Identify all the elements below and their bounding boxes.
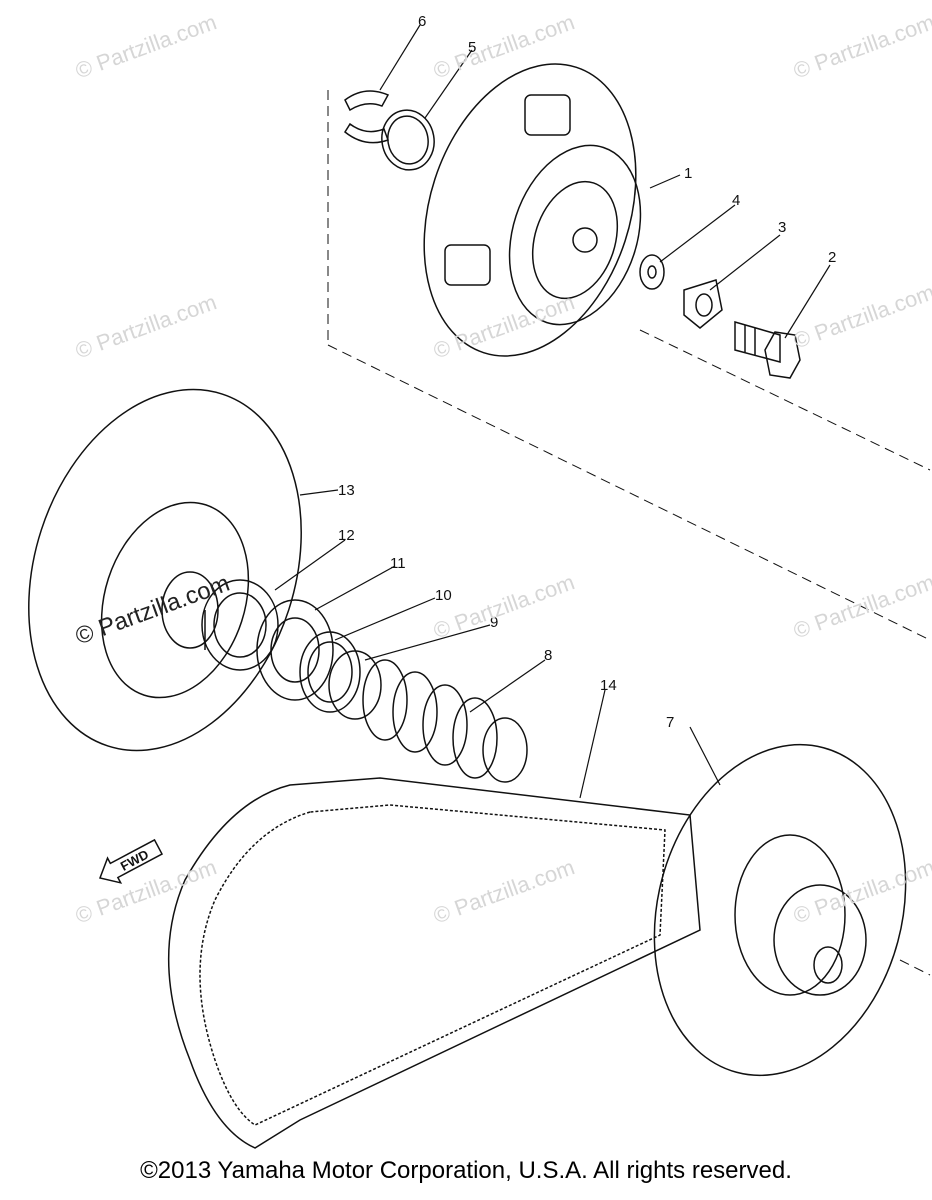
- callout-13: 13: [338, 482, 355, 499]
- part-7-pulley: [653, 743, 907, 1077]
- callout-4: 4: [732, 192, 740, 209]
- callout-2: 2: [828, 249, 836, 266]
- callout-12: 12: [338, 527, 355, 544]
- fwd-arrow-icon: FWD: [98, 838, 164, 884]
- part-12-collar: [201, 579, 279, 671]
- copyright-notice: ©2013 Yamaha Motor Corporation, U.S.A. A…: [140, 1157, 792, 1184]
- callout-6: 6: [418, 13, 426, 30]
- part-5-circlip: [381, 109, 435, 171]
- part-3-lock-washer: [683, 279, 723, 329]
- fwd-label: FWD: [118, 847, 151, 874]
- callout-1: 1: [684, 165, 692, 182]
- callout-8: 8: [544, 647, 552, 664]
- part-10-ring: [299, 631, 361, 713]
- assembly-axis-lines: [327, 90, 931, 976]
- callout-leaders: [274, 24, 831, 799]
- callout-7: 7: [666, 714, 674, 731]
- part-6-collar: [344, 90, 390, 144]
- part-9-spring-seat: [328, 650, 382, 720]
- part-8-spring: [362, 659, 528, 783]
- part-11-cam: [256, 599, 334, 701]
- callout-14: 14: [600, 677, 617, 694]
- part-1-fixed-sheave: [423, 63, 642, 357]
- callout-5: 5: [468, 39, 476, 56]
- callout-11: 11: [390, 555, 406, 572]
- callout-labels: 1 2 3 4 5 6 7 8 9 10 11 12 13 14: [338, 13, 836, 731]
- part-4-washer: [639, 254, 665, 290]
- part-14-v-belt: [168, 777, 701, 1149]
- callout-10: 10: [435, 587, 452, 604]
- part-13-sliding-sheave: [28, 388, 302, 752]
- part-2-bolt: [734, 321, 801, 379]
- callout-9: 9: [490, 614, 498, 631]
- callout-3: 3: [778, 219, 786, 236]
